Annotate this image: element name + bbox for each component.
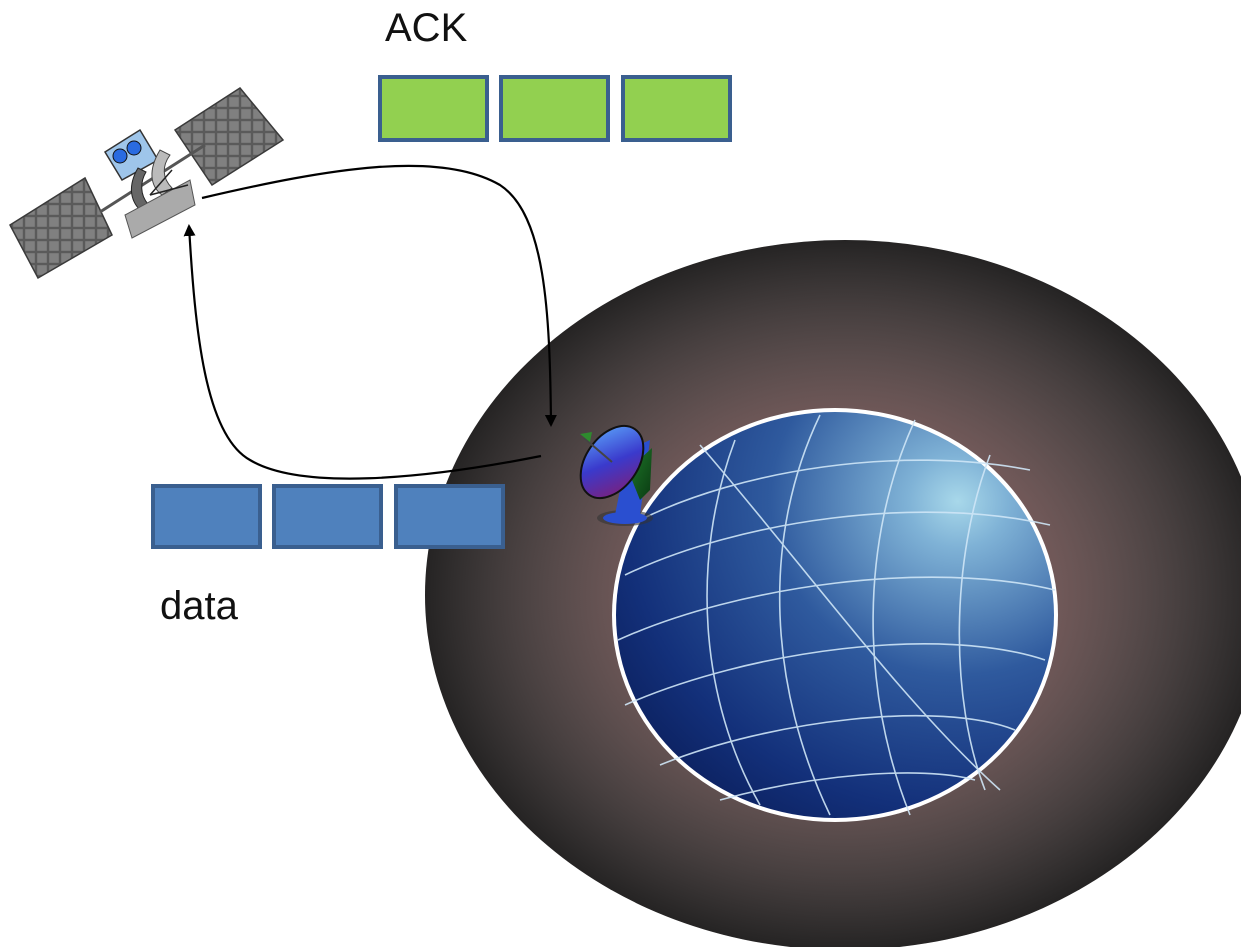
ack-packets (378, 75, 732, 142)
earth-globe-icon (612, 408, 1058, 822)
ack-label: ACK (385, 6, 468, 50)
ack-packet (378, 75, 489, 142)
ack-arrow (201, 164, 557, 427)
data-packet (272, 484, 383, 549)
data-packets (151, 484, 505, 549)
ground-station-dish-icon (579, 424, 653, 526)
data-label: data (160, 584, 238, 628)
ack-packet (621, 75, 732, 142)
satellite-icon (9, 87, 285, 280)
ack-packet (499, 75, 610, 142)
data-packet (394, 484, 505, 549)
data-arrow (183, 224, 542, 480)
data-packet (151, 484, 262, 549)
